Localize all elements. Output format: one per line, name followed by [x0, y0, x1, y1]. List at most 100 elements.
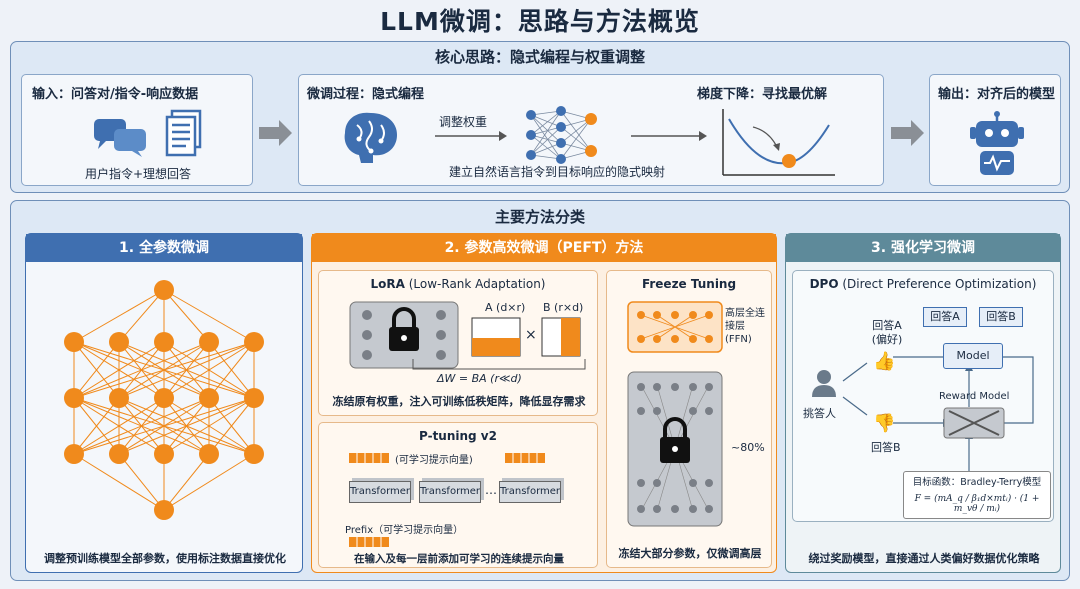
network-node	[64, 444, 84, 464]
input-heading: 输入：问答对/指令-响应数据	[32, 87, 199, 102]
peft-heading: 2. 参数高效微调（PEFT）方法	[312, 234, 776, 262]
lora-footer: 冻结原有权重，注入可训练低秩矩阵，降低显存需求	[332, 395, 586, 408]
page-title: LLM微调：思路与方法概览	[380, 7, 700, 36]
adjust-arrow-icon	[435, 131, 507, 141]
network-edge	[73, 397, 210, 455]
network-node	[244, 388, 264, 408]
ptuning-footer: 在输入及每一层前添加可学习的连续提示向量	[354, 553, 564, 565]
thumbs-up-icon: 👍	[873, 351, 896, 372]
trainable-layer-icon	[627, 301, 723, 353]
network-node	[154, 388, 174, 408]
objective-formula: F = (mA_q / β₁d×mtᵢ) · (1 + m_vθ / mᵢ)	[914, 494, 1040, 514]
network-node	[199, 388, 219, 408]
arrow-right-icon	[259, 120, 292, 146]
network-edge	[208, 341, 255, 399]
network-node	[154, 500, 174, 520]
transformer-block: Transformer	[499, 481, 561, 503]
network-edge	[73, 341, 255, 399]
brain-icon	[344, 112, 397, 163]
full-network-diagram	[64, 280, 264, 520]
objective-label: 目标函数：Bradley-Terry模型	[912, 477, 1042, 488]
rl-footer: 绕过奖励模型，直接通过人类偏好数据优化策略	[808, 552, 1040, 565]
network-edge	[163, 341, 255, 399]
multiply-sign: ×	[525, 327, 537, 343]
robot-icon	[970, 111, 1024, 175]
network-node	[109, 388, 129, 408]
network-node	[154, 332, 174, 352]
loss-curve-icon	[722, 109, 835, 176]
answer-a-label: 回答A (偏好)	[871, 319, 903, 346]
full-finetune-column: 1. 全参数微调 调整预训练模型全部参数，使用标注数据直接优化	[25, 233, 303, 573]
prompt-vector-icon	[505, 453, 545, 463]
dpo-title: DPO (Direct Preference Optimization)	[793, 277, 1053, 291]
freeze-box: Freeze Tuning 高层全连接层 (FFN) ~80% 冻结大部分参数，…	[606, 270, 772, 568]
network-node	[244, 332, 264, 352]
rl-column: 3. 强化学习微调 DPO (Direct Preference Optimiz…	[785, 233, 1061, 573]
network-edge	[73, 397, 165, 455]
network-node	[199, 444, 219, 464]
network-edge	[73, 341, 120, 399]
network-edge	[118, 289, 165, 343]
dpo-box: DPO (Direct Preference Optimization) 回答A…	[792, 270, 1054, 522]
network-node	[154, 280, 174, 300]
methods-heading: 主要方法分类	[494, 208, 585, 226]
reward-model-crossed-icon	[943, 407, 1005, 439]
network-edge	[118, 397, 255, 455]
network-node	[64, 388, 84, 408]
document-icon	[165, 109, 202, 157]
full-finetune-footer: 调整预训练模型全部参数，使用标注数据直接优化	[44, 552, 286, 565]
peft-column: 2. 参数高效微调（PEFT）方法 LoRA (Low-Rank Adaptat…	[311, 233, 777, 573]
transformer-block: Transformer	[419, 481, 481, 503]
network-edge	[163, 397, 255, 455]
process-heading: 微调过程：隐式编程	[307, 87, 425, 102]
network-edge	[118, 453, 165, 511]
reward-model-label: Reward Model	[939, 391, 1010, 402]
lora-title: LoRA (Low-Rank Adaptation)	[319, 277, 597, 291]
user-icon	[812, 370, 836, 397]
network-node	[199, 332, 219, 352]
delta-w-formula: ΔW = BA (r≪d)	[437, 372, 522, 385]
network-edge	[163, 453, 210, 511]
input-caption: 用户指令+理想回答	[84, 167, 192, 181]
network-edge	[163, 289, 210, 343]
prompt-vector-icon	[349, 453, 389, 463]
network-node	[109, 444, 129, 464]
output-heading: 输出：对齐后的模型	[938, 87, 1056, 102]
answer-a-box: 回答A	[923, 307, 967, 327]
input-box: 输入：问答对/指令-响应数据 用户指令+理想回答	[21, 74, 253, 186]
freeze-title: Freeze Tuning	[641, 277, 737, 291]
transformer-block: Transformer	[349, 481, 411, 503]
network-node	[64, 332, 84, 352]
objective-box: 目标函数：Bradley-Terry模型 F = (mA_q / β₁d×mtᵢ…	[903, 471, 1051, 519]
network-edge	[73, 397, 120, 455]
prefix-label: Prefix（可学习提示向量）	[345, 525, 464, 536]
arrow-right-icon	[891, 120, 924, 146]
full-finetune-heading: 1. 全参数微调	[26, 234, 302, 262]
dpo-title-bold: DPO	[809, 277, 839, 291]
network-node	[154, 444, 174, 464]
answer-b-box: 回答B	[979, 307, 1023, 327]
dpo-title-rest: (Direct Preference Optimization)	[838, 277, 1037, 291]
network-edge	[163, 289, 255, 343]
lora-title-rest: (Low-Rank Adaptation)	[404, 277, 546, 291]
output-box: 输出：对齐后的模型	[929, 74, 1061, 186]
freeze-top-label: 高层全连接层 (FFN)	[725, 308, 765, 345]
neural-network-icon	[526, 106, 597, 164]
network-node	[109, 332, 129, 352]
prompt-top-label: (可学习提示向量)	[395, 455, 473, 466]
frozen-percent: ~80%	[731, 441, 765, 454]
rl-heading: 3. 强化学习微调	[786, 234, 1060, 262]
lora-box: LoRA (Low-Rank Adaptation) A (d×r) B (r×…	[318, 270, 598, 416]
process-caption: 建立自然语言指令到目标响应的隐式映射	[449, 165, 666, 179]
frozen-network-icon	[349, 301, 459, 369]
network-edge	[118, 341, 255, 399]
methods-panel: 主要方法分类 1. 全参数微调 调整预训练模型全部参数，使用标注数据直接优化 2…	[10, 200, 1070, 581]
network-edge	[208, 397, 255, 455]
ptuning-box: P-tuning v2 (可学习提示向量) Transformer Transf…	[318, 422, 598, 568]
network-node	[244, 444, 264, 464]
network-edge	[73, 453, 165, 511]
delta-bracket-icon	[412, 359, 586, 370]
matrix-b-label: B (r×d)	[543, 301, 584, 314]
network-edge	[163, 453, 255, 511]
core-heading: 核心思路：隐式编程与权重调整	[434, 48, 645, 66]
